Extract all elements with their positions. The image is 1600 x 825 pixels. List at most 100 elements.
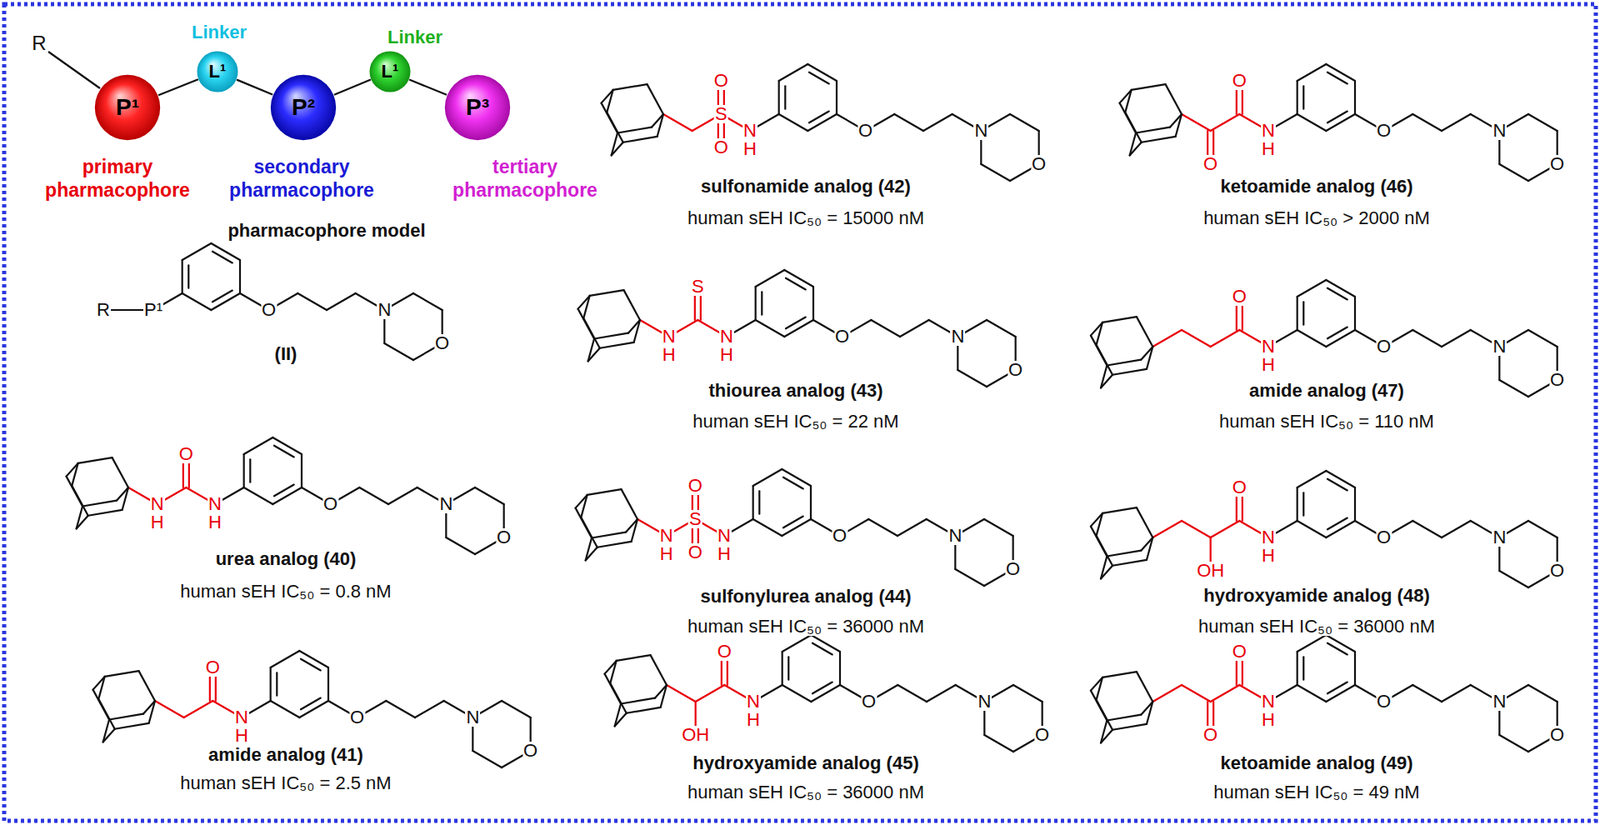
atom-label: O <box>260 300 277 320</box>
atom-label: O <box>834 327 850 346</box>
compound-name: sulfonylurea analog (44) <box>699 587 912 606</box>
circle-fill <box>95 75 160 140</box>
ring-bond <box>955 569 985 586</box>
adamantane-bond <box>621 489 638 520</box>
ring-double-bond <box>187 265 190 288</box>
ic50-value: human sEH IC₅₀ = 36000 nM <box>686 783 925 802</box>
adamantane-bond <box>93 690 110 720</box>
ring-bond <box>779 114 809 131</box>
adamantane-bond <box>1102 316 1137 323</box>
adamantane-bond <box>1102 671 1137 678</box>
pharmacophore-label: primary pharmacophore <box>33 155 202 202</box>
adamantane-bond <box>591 532 626 539</box>
atom-label: OH <box>1195 561 1225 580</box>
adamantane-bond <box>631 519 638 542</box>
adamantane-bond <box>1090 526 1107 557</box>
ring-double-bond <box>1327 327 1348 340</box>
bond <box>1210 520 1240 538</box>
adamantane-bond <box>578 309 595 340</box>
ring-double-bond <box>1302 301 1305 325</box>
adamantane-bond <box>1090 322 1103 336</box>
ring-bond <box>239 260 241 294</box>
ring-bond <box>835 80 838 115</box>
ic50-value: human sEH IC₅₀ = 2.5 nM <box>179 774 392 793</box>
ring-double-bond <box>212 290 233 303</box>
bond <box>1441 330 1471 347</box>
bond <box>926 685 956 702</box>
ring-double-bond <box>1327 518 1348 530</box>
adamantane-bond <box>66 476 83 507</box>
compound-name: amide analog (41) <box>207 745 365 765</box>
adamantane-bond <box>1120 90 1132 104</box>
adamantane-bond <box>588 338 595 361</box>
adamantane-bond <box>620 698 655 705</box>
atom-label: S <box>690 277 705 296</box>
linker-bond <box>158 79 199 95</box>
ring-double-bond <box>1327 643 1348 655</box>
ring-bond <box>1325 64 1355 81</box>
ic50-value: human sEH IC₅₀ = 110 nM <box>1218 412 1435 431</box>
ring-bond <box>1354 651 1356 685</box>
atom-label: N <box>465 708 480 727</box>
ring-bond <box>272 487 302 505</box>
ring-bond <box>980 164 1010 181</box>
atom-label: O <box>1202 155 1219 174</box>
atom-label: O <box>857 121 874 140</box>
adamantane-bond <box>650 655 667 685</box>
ring-bond <box>807 64 837 81</box>
adamantane-bond <box>66 463 79 477</box>
atom-label: O <box>322 495 339 514</box>
ring-bond <box>1296 296 1299 330</box>
pharmacophore-circle: P² <box>270 74 337 141</box>
bond <box>1210 685 1240 702</box>
pharmacophore-circle: P³ <box>444 74 511 141</box>
adamantane-bond <box>647 84 664 115</box>
atom-label: N <box>1491 692 1507 711</box>
atom-label: H <box>1260 140 1276 159</box>
ring-bond <box>1354 296 1356 330</box>
adamantane-bond <box>115 723 150 730</box>
adamantane-bond <box>93 676 105 690</box>
figure-frame <box>4 4 1596 821</box>
atom-label: N <box>973 121 989 140</box>
bond <box>868 519 898 536</box>
adamantane-bond <box>597 541 632 548</box>
ic50-value: human sEH IC₅₀ > 2000 nM <box>1202 209 1431 228</box>
pharmacophore-circle: P¹ <box>94 74 161 141</box>
bond <box>1181 330 1211 347</box>
circle-fill <box>370 51 411 93</box>
atom-label: O <box>713 71 730 90</box>
compound-name: ketoamide analog (49) <box>1219 754 1414 773</box>
adamantane-bond <box>611 132 618 155</box>
atom-label: N <box>661 327 677 346</box>
pharmacophore-label: tertiary pharmacophore <box>440 155 610 202</box>
bond <box>666 685 696 702</box>
bond <box>1210 330 1240 347</box>
structure-number: (II) <box>274 345 299 364</box>
ring-bond <box>753 469 783 486</box>
atom-label: O <box>1375 337 1392 356</box>
ring-double-bond <box>785 278 806 290</box>
adamantane-bond <box>600 342 635 349</box>
ring-bond <box>984 735 1014 752</box>
ring-bond <box>1325 685 1355 702</box>
ring-bond <box>812 286 815 320</box>
ring-bond <box>1499 570 1529 588</box>
bond <box>388 487 418 505</box>
bond <box>1152 685 1182 702</box>
atom-label: H <box>716 545 732 564</box>
bond <box>1412 330 1442 347</box>
atom-label: N <box>1491 337 1507 356</box>
r-bond <box>48 51 100 89</box>
ring-bond <box>781 519 811 536</box>
ring-bond <box>1325 114 1355 131</box>
ring-double-bond <box>1302 492 1305 515</box>
bond <box>1181 685 1211 702</box>
atom-label: H <box>1260 546 1276 565</box>
ring-bond <box>210 293 240 310</box>
adamantane-bond <box>1120 103 1136 134</box>
adamantane-bond <box>103 719 110 742</box>
atom-label: N <box>1260 692 1276 711</box>
atom-label: O <box>1375 692 1392 711</box>
ring-bond <box>1528 520 1558 538</box>
